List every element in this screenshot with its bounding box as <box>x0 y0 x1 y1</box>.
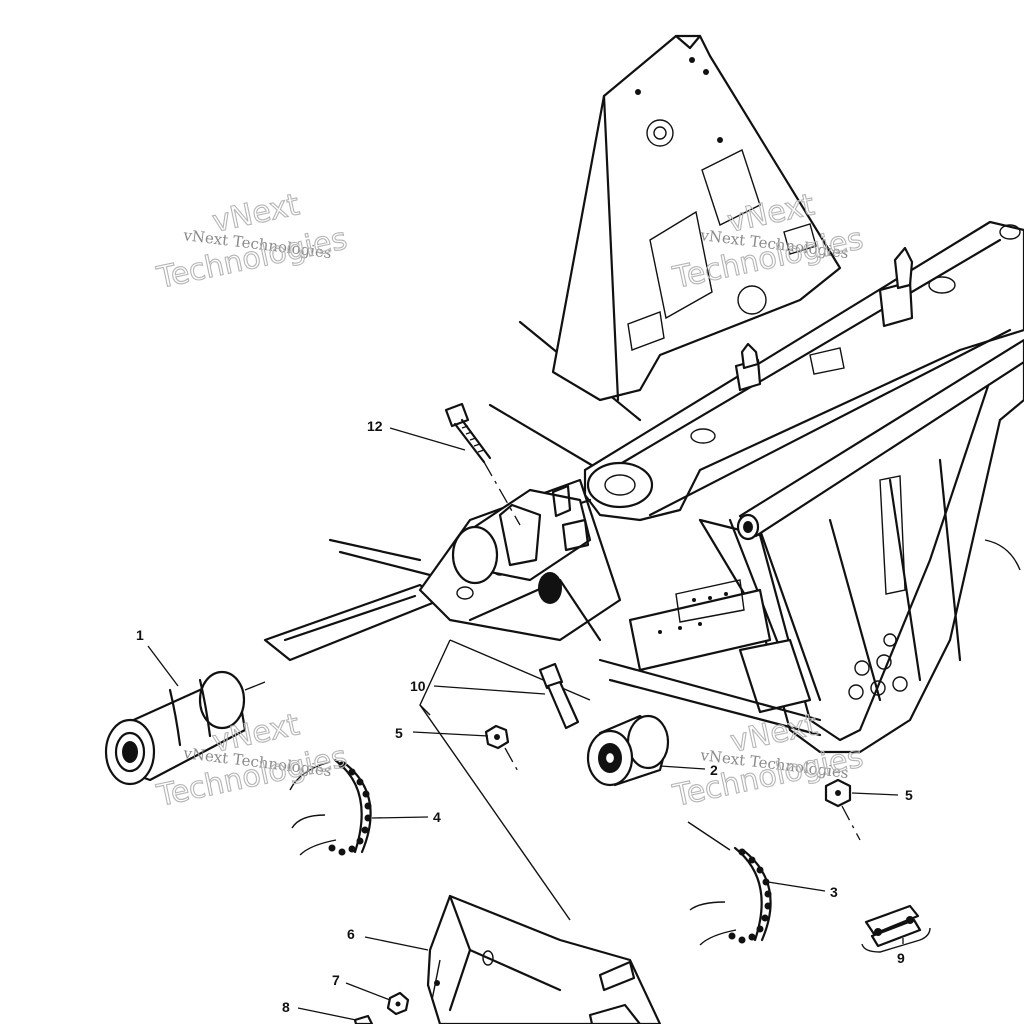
part-3-chain <box>687 821 772 946</box>
callout-9: 9 <box>897 950 905 966</box>
part-8-screw <box>353 1014 374 1024</box>
callout-8: 8 <box>282 999 290 1015</box>
callout-6: 6 <box>347 926 355 942</box>
callout-10: 10 <box>410 678 426 694</box>
callout-numbers: 1 12 10 5 2 5 4 3 6 9 7 8 <box>136 418 913 1015</box>
part-1-bushing <box>104 670 266 786</box>
part-9-connecting-link <box>861 904 931 953</box>
part-7-nut <box>386 991 410 1016</box>
callout-4: 4 <box>433 809 441 825</box>
callout-1: 1 <box>136 627 144 643</box>
callout-5-left: 5 <box>395 725 403 741</box>
callout-12: 12 <box>367 418 383 434</box>
callout-7: 7 <box>332 972 340 988</box>
part-5-nut-left <box>484 724 521 776</box>
frame-assembly <box>328 34 1024 754</box>
part-4-chain <box>289 758 372 856</box>
part-12-bolt <box>444 402 521 526</box>
part-10-bolt <box>538 662 580 730</box>
part-6-bracket <box>426 894 662 1024</box>
callout-2: 2 <box>710 762 718 778</box>
leader-lines <box>147 427 904 1021</box>
callout-5-right: 5 <box>905 787 913 803</box>
watermark-top-left: vNext vNext Technologies Technologies <box>153 187 351 297</box>
part-5-nut-right <box>824 778 861 841</box>
part-2-bushing <box>586 714 670 787</box>
callout-3: 3 <box>830 884 838 900</box>
swing-arm-assembly <box>263 478 622 921</box>
